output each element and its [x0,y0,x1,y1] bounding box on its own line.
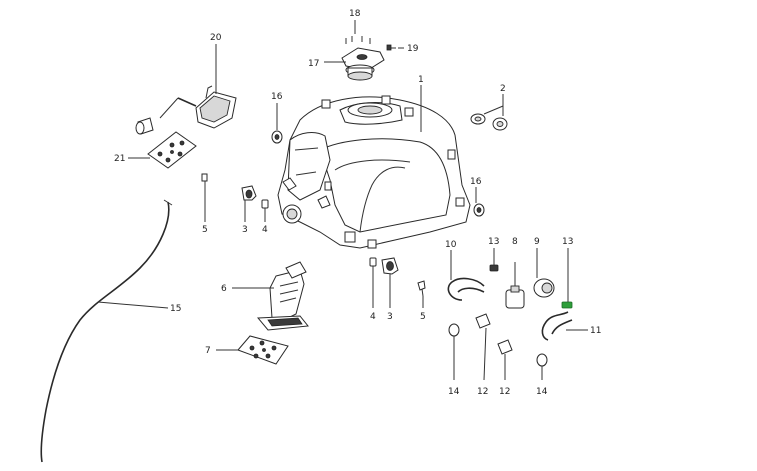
screw-19 [386,44,396,51]
filter-8 [505,262,525,309]
cap-14-left [448,323,460,380]
label-5-left: 5 [202,225,208,235]
label-6: 6 [221,284,227,294]
label-2: 2 [500,84,506,94]
label-12-left: 12 [477,387,488,397]
label-1: 1 [418,75,424,85]
label-13-left: 13 [488,237,499,247]
label-3-right: 3 [387,312,393,322]
collar-4-left [261,199,269,209]
label-10: 10 [445,240,457,250]
label-12-right: 12 [499,387,510,397]
nut-16-right [473,203,485,217]
label-11: 11 [590,326,601,336]
valve-9 [533,278,555,298]
label-14-right: 14 [536,387,548,397]
label-13-right: 13 [562,237,573,247]
label-15: 15 [170,304,181,314]
label-21: 21 [114,154,125,164]
label-16-left: 16 [271,92,283,102]
label-14-left: 14 [448,387,460,397]
hose-11 [541,311,573,341]
fuel-cap [341,47,385,81]
clip-13-left [489,248,499,272]
label-18: 18 [349,9,361,19]
fuel-sender [135,85,237,135]
hose-10 [447,277,485,301]
label-5-right: 5 [420,312,426,322]
bolt-5-lower [417,280,426,297]
fuel-tank [277,95,471,249]
grommet-pair [470,113,508,131]
label-16-right: 16 [470,177,482,187]
label-8: 8 [512,237,518,247]
label-3-left: 3 [242,225,248,235]
fitting-12-left [475,313,491,381]
mount-3-left [241,185,257,201]
pins-18 [345,36,371,44]
bolt-5-upper [201,173,208,186]
hose-15 [40,199,173,463]
mount-3-right [381,257,399,275]
gasket-21 [147,131,197,169]
gasket-7 [237,335,289,365]
clip-13-right [561,248,573,309]
leader-lines [97,20,588,351]
label-9: 9 [534,237,540,247]
fuel-pump [256,261,309,331]
fitting-12-right [497,339,513,380]
label-4-right: 4 [370,312,376,322]
label-4-left: 4 [262,225,268,235]
cap-14-right [536,353,548,380]
nut-16-left [271,130,283,144]
label-7: 7 [205,346,211,356]
collar-4-right [369,257,377,267]
label-19: 19 [407,44,419,54]
label-17: 17 [308,59,319,69]
part-labels: 1 2 18 17 19 20 21 16 16 5 3 4 6 7 15 4 … [114,9,601,397]
label-20: 20 [210,33,222,43]
